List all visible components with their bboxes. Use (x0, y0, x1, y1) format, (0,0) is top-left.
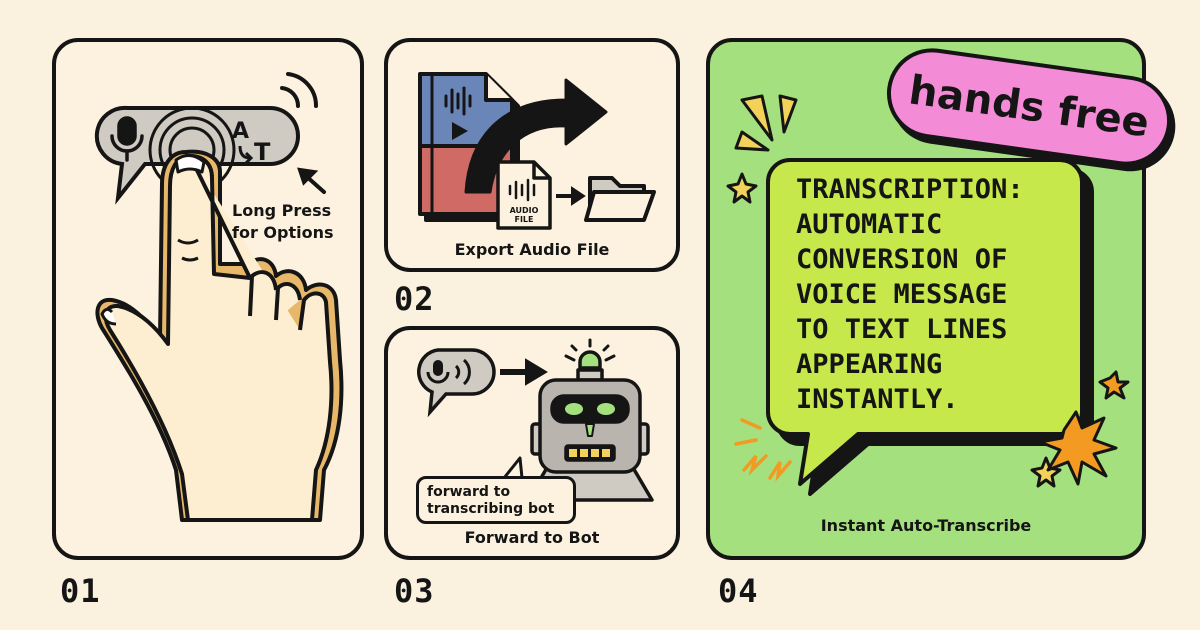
voice-message-icon (417, 348, 496, 418)
step-4-caption: Instant Auto-Transcribe (820, 516, 1032, 535)
speech-bubble-icon (766, 158, 1094, 496)
step-1-caption: Long Press for Options (232, 201, 334, 242)
arrow-icon (500, 358, 548, 386)
step-3-caption: Forward to Bot (464, 528, 600, 547)
svg-text:A: A (232, 119, 249, 144)
step-3-number: 03 (394, 572, 435, 610)
hand-pointer-icon (95, 149, 344, 522)
sound-waves-icon (280, 72, 319, 108)
step-4-number: 04 (718, 572, 759, 610)
transcript-text: TRANSCRIPTION: AUTOMATIC CONVERSION OF V… (796, 174, 1024, 415)
forward-bubble: forward to transcribing bot (416, 476, 576, 524)
spark-lines-icon (734, 94, 798, 152)
curved-arrow-icon (464, 78, 608, 194)
pointer-arrow-icon (297, 167, 326, 194)
small-arrow-icon (556, 186, 586, 206)
burst-icon (1038, 370, 1130, 486)
folder-icon (584, 176, 656, 222)
lightning-spark-icon (734, 418, 792, 482)
audio-file-label-line2: FILE (514, 215, 533, 224)
robot-icon (526, 338, 654, 502)
step-1-number: 01 (60, 572, 101, 610)
svg-text:T: T (254, 138, 271, 166)
audio-file-icon (496, 160, 552, 230)
small-bubble-tail (502, 456, 524, 480)
step-2-caption: Export Audio File (454, 240, 610, 259)
translate-icon: A T (232, 119, 271, 166)
star-icon (726, 172, 1062, 488)
step-2-number: 02 (394, 280, 435, 318)
microphone-icon (110, 116, 144, 162)
audio-file-label-line1: AUDIO (510, 206, 539, 215)
